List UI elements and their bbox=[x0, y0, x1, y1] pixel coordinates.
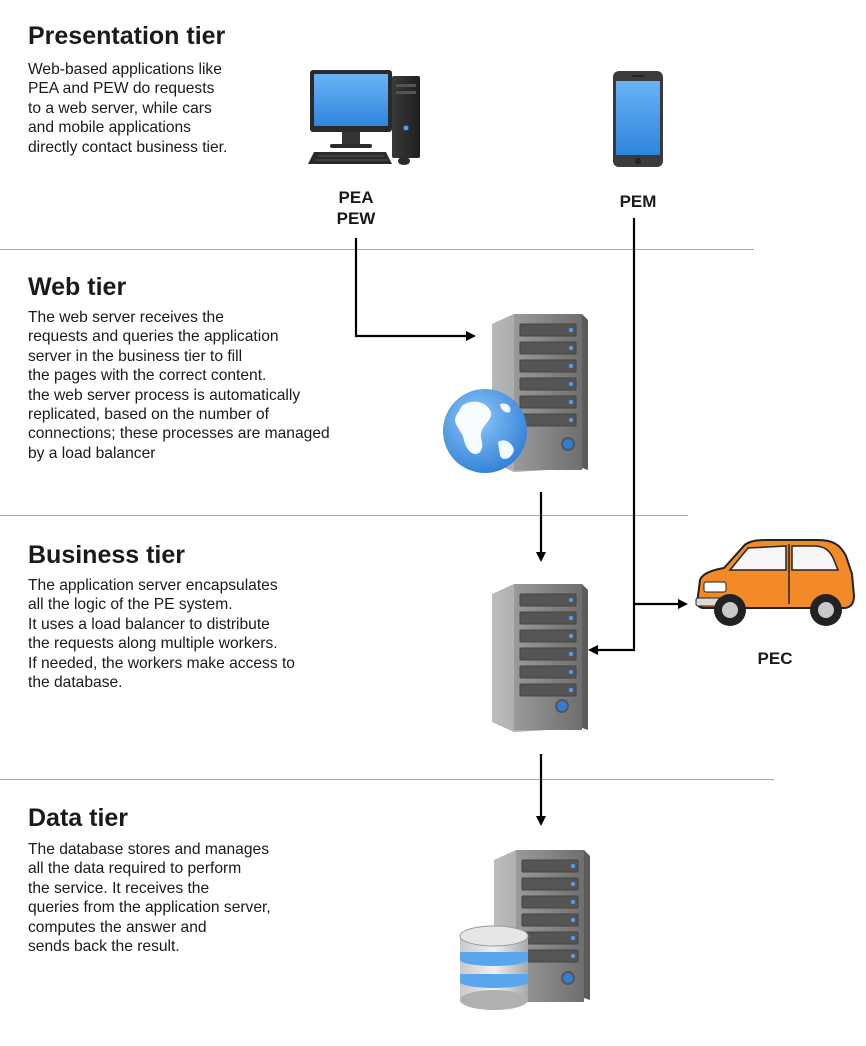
web-tier-title: Web tier bbox=[28, 273, 127, 301]
pew-label: PEW bbox=[336, 209, 376, 228]
description-line: directly contact business tier. bbox=[28, 138, 228, 156]
web-tier-description: The web server receives the requests and… bbox=[28, 308, 330, 463]
pea-pew-label: PEA PEW bbox=[322, 187, 390, 229]
description-line: the pages with the correct content. bbox=[28, 367, 267, 385]
description-line: The application server encapsulates bbox=[28, 577, 278, 594]
description-line: the service. It receives the bbox=[28, 879, 210, 897]
description-line: connections; these processes are managed bbox=[28, 425, 330, 443]
description-line: queries from the application server, bbox=[28, 899, 271, 917]
description-line: all the logic of the PE system. bbox=[28, 596, 233, 614]
description-line: the requests along multiple workers. bbox=[28, 635, 278, 653]
description-line: all the data required to perform bbox=[28, 860, 242, 878]
description-line: and mobile applications bbox=[28, 119, 191, 137]
tier-divider-business-data bbox=[0, 779, 774, 780]
pec-label: PEC bbox=[757, 649, 793, 668]
description-line: the database. bbox=[28, 674, 123, 692]
tier-divider-presentation-web bbox=[0, 249, 754, 250]
arrow-pea-pew-to-web-server bbox=[354, 238, 476, 341]
pea-label: PEA bbox=[338, 188, 374, 207]
description-line: sends back the result. bbox=[28, 938, 180, 956]
data-tier-description: The database stores and manages all the … bbox=[28, 840, 271, 956]
description-line: If needed, the workers make access to bbox=[28, 654, 295, 672]
description-line: the web server process is automatically bbox=[28, 386, 301, 404]
description-line: It uses a load balancer to distribute bbox=[28, 615, 270, 633]
web-server-globe-icon bbox=[443, 314, 588, 473]
presentation-tier-title: Presentation tier bbox=[28, 22, 226, 50]
description-line: The web server receives the bbox=[28, 309, 224, 326]
description-line: to a web server, while cars bbox=[28, 99, 212, 117]
data-tier-title: Data tier bbox=[28, 804, 129, 832]
business-tier-title: Business tier bbox=[28, 541, 186, 569]
smartphone-icon bbox=[613, 71, 663, 167]
description-line: requests and queries the application bbox=[28, 328, 279, 346]
arrow-pem-to-app-server bbox=[588, 218, 636, 655]
description-line: computes the answer and bbox=[28, 918, 207, 936]
database-server-icon bbox=[459, 850, 590, 1010]
application-server-icon bbox=[492, 584, 588, 732]
business-tier-description: The application server encapsulates all … bbox=[28, 576, 295, 692]
description-line: by a load balancer bbox=[28, 444, 156, 462]
car-icon bbox=[695, 539, 856, 626]
description-line: replicated, based on the number of bbox=[28, 406, 269, 424]
presentation-tier-description: Web-based applications like PEA and PEW … bbox=[28, 60, 227, 157]
description-line: The database stores and manages bbox=[28, 841, 269, 858]
description-line: server in the business tier to fill bbox=[28, 347, 243, 365]
pem-label: PEM bbox=[619, 192, 657, 211]
desktop-computer-icon bbox=[308, 70, 420, 165]
description-line: Web-based applications like bbox=[28, 61, 222, 78]
tier-divider-web-business bbox=[0, 515, 688, 516]
description-line: PEA and PEW do requests bbox=[28, 80, 215, 98]
